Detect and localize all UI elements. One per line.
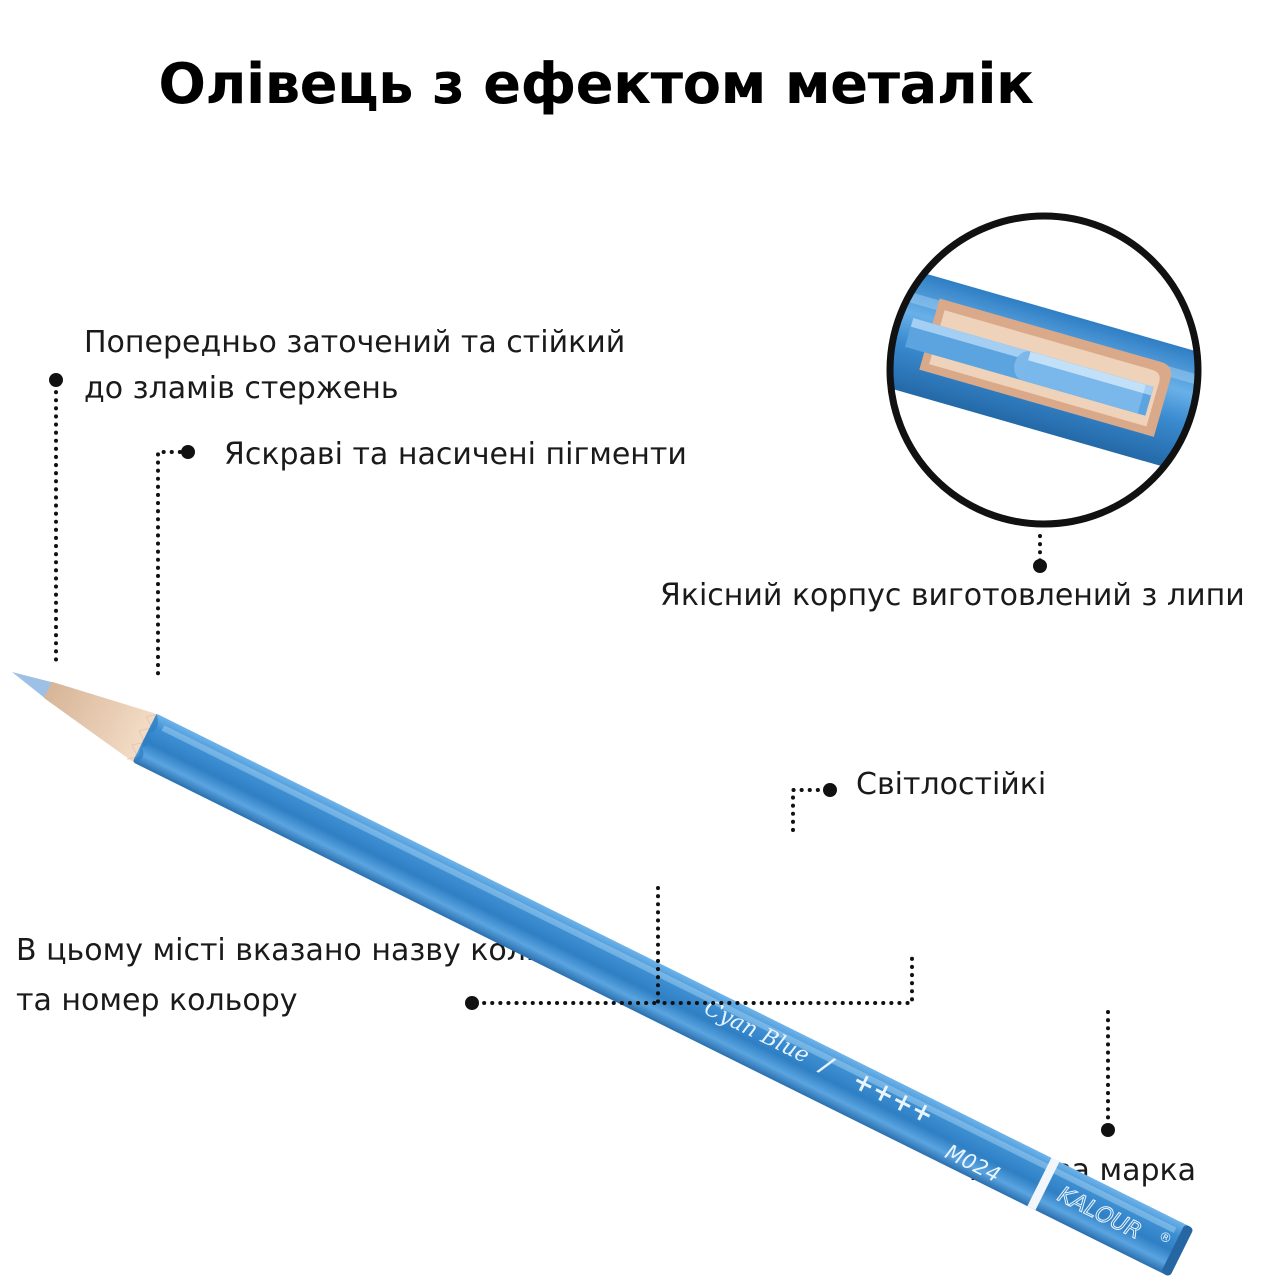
core-annotation-line1: Попередньо заточений та стійкий bbox=[84, 325, 626, 360]
pencil-barrel bbox=[133, 714, 1191, 1275]
pencil-wood-cone bbox=[43, 681, 159, 763]
core-annotation-line2: до зламів стержень bbox=[84, 371, 399, 406]
pencil-registered-mark: ® bbox=[1156, 1229, 1174, 1248]
page-title: Олівець з ефектом металік bbox=[158, 52, 1034, 117]
pencil: Cyan Blue / ++++ M024 KALOUR ® bbox=[12, 672, 1193, 1276]
lightfast-annotation: Світлостійкі bbox=[856, 767, 1047, 802]
core-annotation: Попередньо заточений та стійкий до зламі… bbox=[84, 320, 625, 412]
cross-section-inset bbox=[886, 212, 1202, 528]
leader-lines bbox=[54, 382, 1110, 1126]
body-annotation: Якісний корпус виготовлений з липи bbox=[660, 578, 1245, 613]
pencil-band bbox=[1027, 1157, 1060, 1211]
pigments-annotation: Яскраві та насичені пігменти bbox=[224, 437, 687, 472]
pencil-lead-tip bbox=[12, 672, 54, 699]
color-name-annotation-line2: та номер кольору bbox=[16, 983, 298, 1018]
leader-dots bbox=[49, 373, 1115, 1137]
